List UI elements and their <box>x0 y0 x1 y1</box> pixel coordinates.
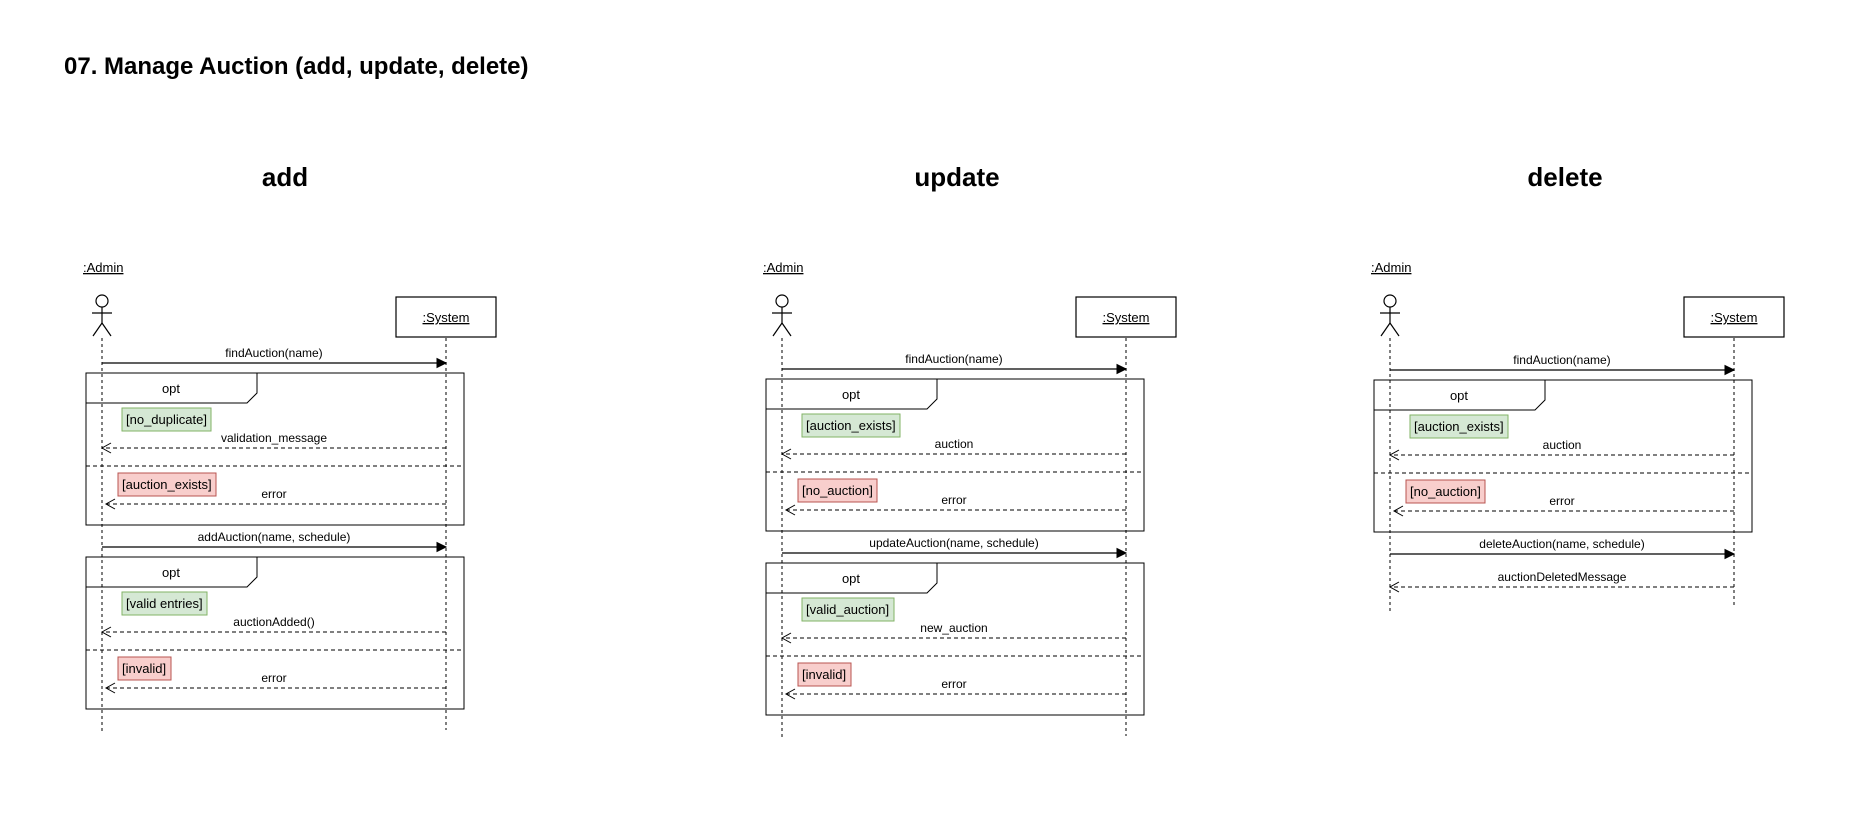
reply-message[interactable]: auctionAdded() <box>100 615 446 638</box>
guard-condition-label: [invalid] <box>802 667 846 682</box>
reply-message-label: error <box>941 677 966 691</box>
call-message-label: updateAuction(name, schedule) <box>869 536 1038 550</box>
reply-message[interactable]: auction <box>780 437 1126 460</box>
actor-stick-figure-icon[interactable] <box>772 294 792 337</box>
call-message[interactable]: findAuction(name) <box>782 352 1128 375</box>
opt-operator-label: opt <box>162 565 180 580</box>
guard-condition-error: [invalid] <box>797 662 852 687</box>
guard-condition-error: [no_auction] <box>797 478 878 503</box>
guard-condition-label: [no_auction] <box>802 483 873 498</box>
guard-condition-label: [valid_auction] <box>806 602 889 617</box>
guard-condition-success: [valid_auction] <box>801 597 895 622</box>
guard-condition-label: [invalid] <box>122 661 166 676</box>
actor-label: :Admin <box>1371 260 1411 275</box>
guard-condition-success: [no_duplicate] <box>121 407 212 432</box>
call-message-label: deleteAuction(name, schedule) <box>1479 537 1644 551</box>
guard-condition-label: [valid entries] <box>126 596 203 611</box>
reply-message[interactable]: error <box>784 493 1126 516</box>
opt-operator-label: opt <box>842 571 860 586</box>
reply-message[interactable]: error <box>1392 494 1734 517</box>
reply-message-label: error <box>1549 494 1574 508</box>
guard-condition-success: [valid entries] <box>121 591 208 616</box>
opt-operator-label: opt <box>842 387 860 402</box>
system-object-box[interactable]: :System <box>395 296 497 338</box>
call-message[interactable]: updateAuction(name, schedule) <box>782 536 1128 559</box>
call-message[interactable]: addAuction(name, schedule) <box>102 530 448 553</box>
call-message[interactable]: findAuction(name) <box>102 346 448 369</box>
system-object-box[interactable]: :System <box>1075 296 1177 338</box>
guard-condition-label: [no_duplicate] <box>126 412 207 427</box>
actor-label: :Admin <box>763 260 803 275</box>
system-object-box[interactable]: :System <box>1683 296 1785 338</box>
reply-message-label: new_auction <box>920 621 987 635</box>
reply-message-label: error <box>261 487 286 501</box>
section-title: add <box>262 162 308 192</box>
reply-message-label: validation_message <box>221 431 327 445</box>
reply-message[interactable]: validation_message <box>100 431 446 454</box>
call-message-label: findAuction(name) <box>905 352 1002 366</box>
guard-condition-label: [no_auction] <box>1410 484 1481 499</box>
reply-message-label: auction <box>1543 438 1582 452</box>
reply-message-label: error <box>261 671 286 685</box>
reply-message[interactable]: new_auction <box>780 621 1126 644</box>
opt-combined-fragment: opt [no_duplicate] validation_message [auct… <box>85 372 465 526</box>
diagram-sections: add :Admin :System findAuction(name) opt [no_… <box>83 162 1785 740</box>
opt-operator-label: opt <box>162 381 180 396</box>
guard-condition-label: [auction_exists] <box>1414 419 1504 434</box>
opt-operator-label: opt <box>1450 388 1468 403</box>
page-title: 07. Manage Auction (add, update, delete) <box>64 53 529 80</box>
section-title: update <box>914 162 999 192</box>
guard-condition-error: [no_auction] <box>1405 479 1486 504</box>
guard-condition-label: [auction_exists] <box>806 418 896 433</box>
call-message-label: findAuction(name) <box>1513 353 1610 367</box>
section-0: add :Admin :System findAuction(name) opt [no_… <box>83 162 497 734</box>
call-message-label: findAuction(name) <box>225 346 322 360</box>
reply-message[interactable]: error <box>104 487 446 510</box>
reply-message[interactable]: error <box>784 677 1126 700</box>
section-2: delete :Admin :System findAuction(name) opt [… <box>1371 162 1785 612</box>
reply-message-label: error <box>941 493 966 507</box>
opt-combined-fragment: opt [auction_exists]auction [no_auction]er… <box>765 378 1145 532</box>
opt-combined-fragment: opt [auction_exists]auction [no_auction]er… <box>1373 379 1753 533</box>
section-1: update :Admin :System findAuction(name) opt [… <box>763 162 1177 740</box>
guard-condition-success: [auction_exists] <box>1409 414 1509 439</box>
actor-stick-figure-icon[interactable] <box>1380 294 1400 337</box>
reply-message[interactable]: auctionDeletedMessage <box>1388 570 1734 593</box>
guard-condition-error: [auction_exists] <box>117 472 217 497</box>
call-message[interactable]: findAuction(name) <box>1390 353 1736 376</box>
system-label: :System <box>423 310 470 325</box>
actor-stick-figure-icon[interactable] <box>92 294 112 337</box>
guard-condition-success: [auction_exists] <box>801 413 901 438</box>
guard-condition-label: [auction_exists] <box>122 477 212 492</box>
reply-message-label: auctionAdded() <box>233 615 314 629</box>
reply-message[interactable]: auction <box>1388 438 1734 461</box>
call-message[interactable]: deleteAuction(name, schedule) <box>1390 537 1736 560</box>
system-label: :System <box>1711 310 1758 325</box>
actor-label: :Admin <box>83 260 123 275</box>
reply-message-label: auctionDeletedMessage <box>1498 570 1627 584</box>
reply-message-label: auction <box>935 437 974 451</box>
call-message-label: addAuction(name, schedule) <box>198 530 351 544</box>
section-title: delete <box>1527 162 1602 192</box>
opt-combined-fragment: opt [valid entries] auctionAdded() [invalid… <box>85 556 465 710</box>
opt-combined-fragment: opt [valid_auction] new_auction [invalid] er… <box>765 562 1145 716</box>
system-label: :System <box>1103 310 1150 325</box>
reply-message[interactable]: error <box>104 671 446 694</box>
guard-condition-error: [invalid] <box>117 656 172 681</box>
